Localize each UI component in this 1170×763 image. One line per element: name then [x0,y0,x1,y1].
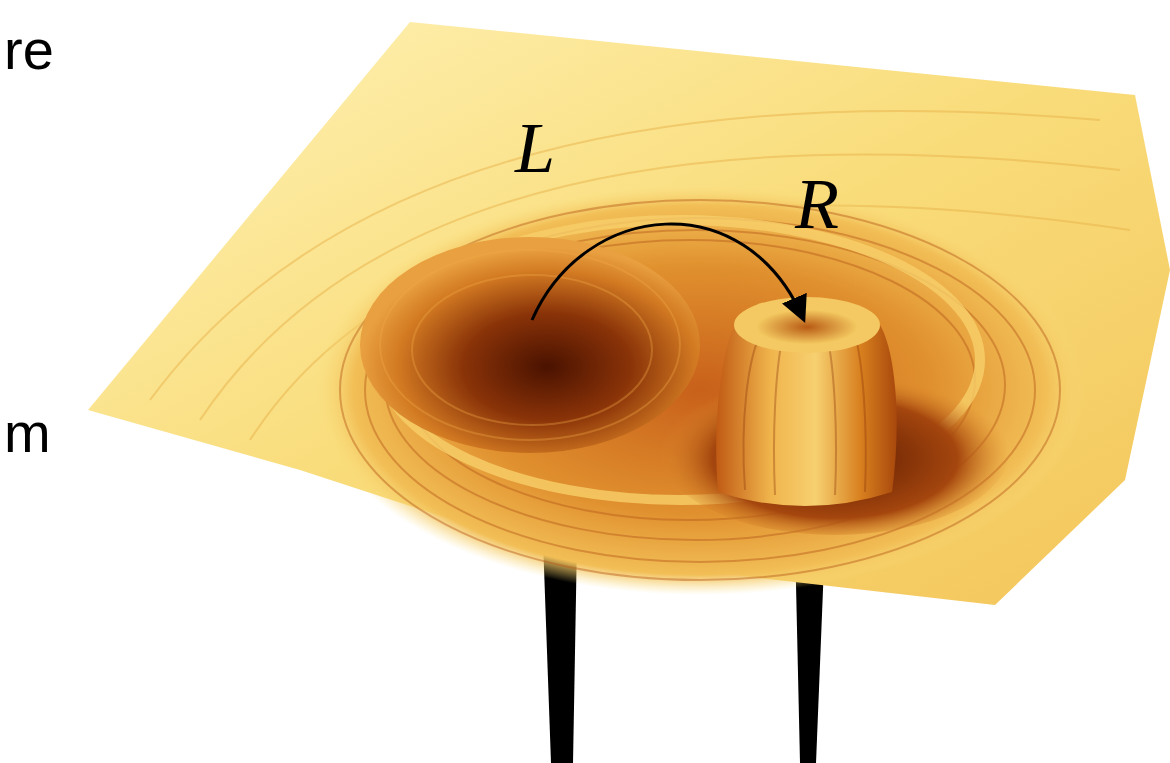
margin-text: m [4,405,51,461]
transition-arrow [532,224,803,320]
state-label: R [795,168,839,240]
margin-text: re [4,22,54,78]
peak-top [734,297,880,353]
peak-crater [757,310,857,344]
basin [315,185,1085,595]
left-well [360,237,700,453]
surface-sheet [88,22,1170,605]
state-label: L [515,112,555,184]
